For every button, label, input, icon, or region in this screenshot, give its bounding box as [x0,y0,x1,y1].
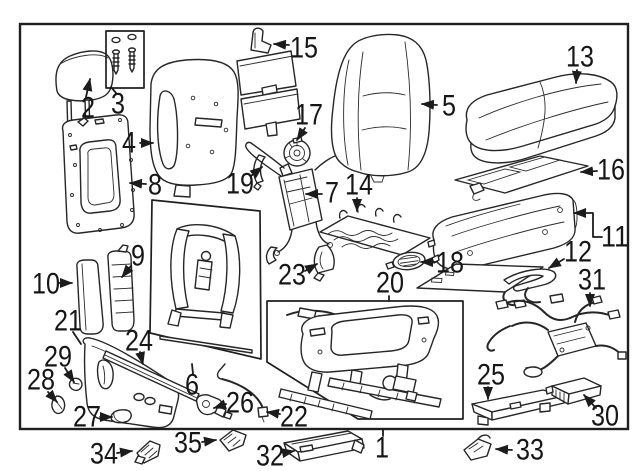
blower-motor [279,136,311,177]
leader-line-30 [583,394,597,409]
callout-16[interactable]: 16 [597,154,625,187]
callout-5[interactable]: 5 [442,90,456,123]
seat-back-frame-box [149,199,262,360]
leader-line-12 [548,257,565,269]
callout-11[interactable]: 11 [601,221,629,254]
leader-line-3 [110,86,117,94]
wiring-harness [486,295,627,378]
seat-adjuster-box [266,300,464,420]
seat-cushion [465,73,618,164]
recliner-bracket [265,244,335,282]
leader-line-34 [116,447,133,458]
leader-line-29 [63,367,75,383]
seat-back-pad [149,58,239,198]
seat-heater-pad [454,155,589,201]
headrest [55,50,114,139]
diagram-frame [18,22,630,431]
side-trim-outer [76,259,104,335]
callout-28[interactable]: 28 [27,364,55,397]
callout-32[interactable]: 32 [256,440,284,471]
clip-29 [68,377,83,392]
leader-line-22 [266,408,281,419]
callout-12[interactable]: 12 [564,236,592,269]
mount-bracket [471,389,565,426]
leader-line-11 [573,208,603,238]
leader-line-16 [580,166,598,177]
leader-line-5 [421,99,438,110]
callout-1[interactable]: 1 [375,432,389,465]
lumbar-support-unit [245,141,336,256]
headrest-bolt-kit [105,30,145,89]
callout-35[interactable]: 35 [174,427,202,460]
callout-26[interactable]: 26 [226,387,254,420]
callout-13[interactable]: 13 [566,41,594,74]
seat-back-cover [330,33,431,183]
release-cable [216,363,269,423]
callout-30[interactable]: 30 [591,400,619,433]
leader-line-24 [135,351,145,365]
callout-24[interactable]: 24 [125,325,153,358]
callout-34[interactable]: 34 [90,438,118,471]
clip-33 [463,434,492,461]
callout-33[interactable]: 33 [516,434,544,467]
callout-23[interactable]: 23 [278,259,306,292]
callout-22[interactable]: 22 [280,401,308,434]
leader-line-26 [213,399,227,409]
callout-6[interactable]: 6 [185,369,199,402]
callout-8[interactable]: 8 [148,169,162,202]
leader-line-2 [82,78,93,98]
callout-27[interactable]: 27 [73,401,101,434]
leader-line-15 [273,39,290,50]
leader-line-28 [45,389,58,403]
handle-knob [110,409,132,424]
callout-31[interactable]: 31 [578,264,606,297]
leader-line-35 [201,436,217,447]
control-module [545,377,602,405]
callout-29[interactable]: 29 [44,341,72,374]
clip-34 [134,440,161,465]
seat-cushion-pad [427,192,578,271]
callout-3[interactable]: 3 [111,88,125,121]
leader-line-8 [129,178,147,189]
leader-line-23 [304,263,318,275]
callout-19[interactable]: 19 [226,168,254,201]
callout-21[interactable]: 21 [54,305,82,338]
leader-line-19 [249,166,263,179]
occupant-sensor-mat [416,263,565,309]
seat-back-panel-pocket [236,27,301,137]
callout-9[interactable]: 9 [131,240,145,273]
callout-4[interactable]: 4 [122,127,136,160]
seat-back-finish-panel [61,114,135,234]
callout-17[interactable]: 17 [295,99,323,132]
leader-line-21 [72,331,82,345]
callout-7[interactable]: 7 [325,177,339,210]
leader-line-33 [495,444,513,455]
seat-vent-grille [385,251,426,271]
callout-20[interactable]: 20 [376,267,404,300]
leader-line-6 [191,363,194,375]
leader-line-13 [571,69,582,84]
leader-line-17 [296,127,308,141]
callout-10[interactable]: 10 [32,268,60,301]
seat-back-suspension-mat [319,203,431,256]
callout-14[interactable]: 14 [345,169,373,202]
bracket-32 [283,430,365,462]
leader-line-32 [281,448,295,459]
callout-25[interactable]: 25 [477,359,505,392]
callout-2[interactable]: 2 [81,92,95,125]
callout-18[interactable]: 18 [436,247,464,280]
callout-15[interactable]: 15 [290,32,318,65]
leader-line-9 [121,264,134,278]
clip-35 [219,429,247,452]
